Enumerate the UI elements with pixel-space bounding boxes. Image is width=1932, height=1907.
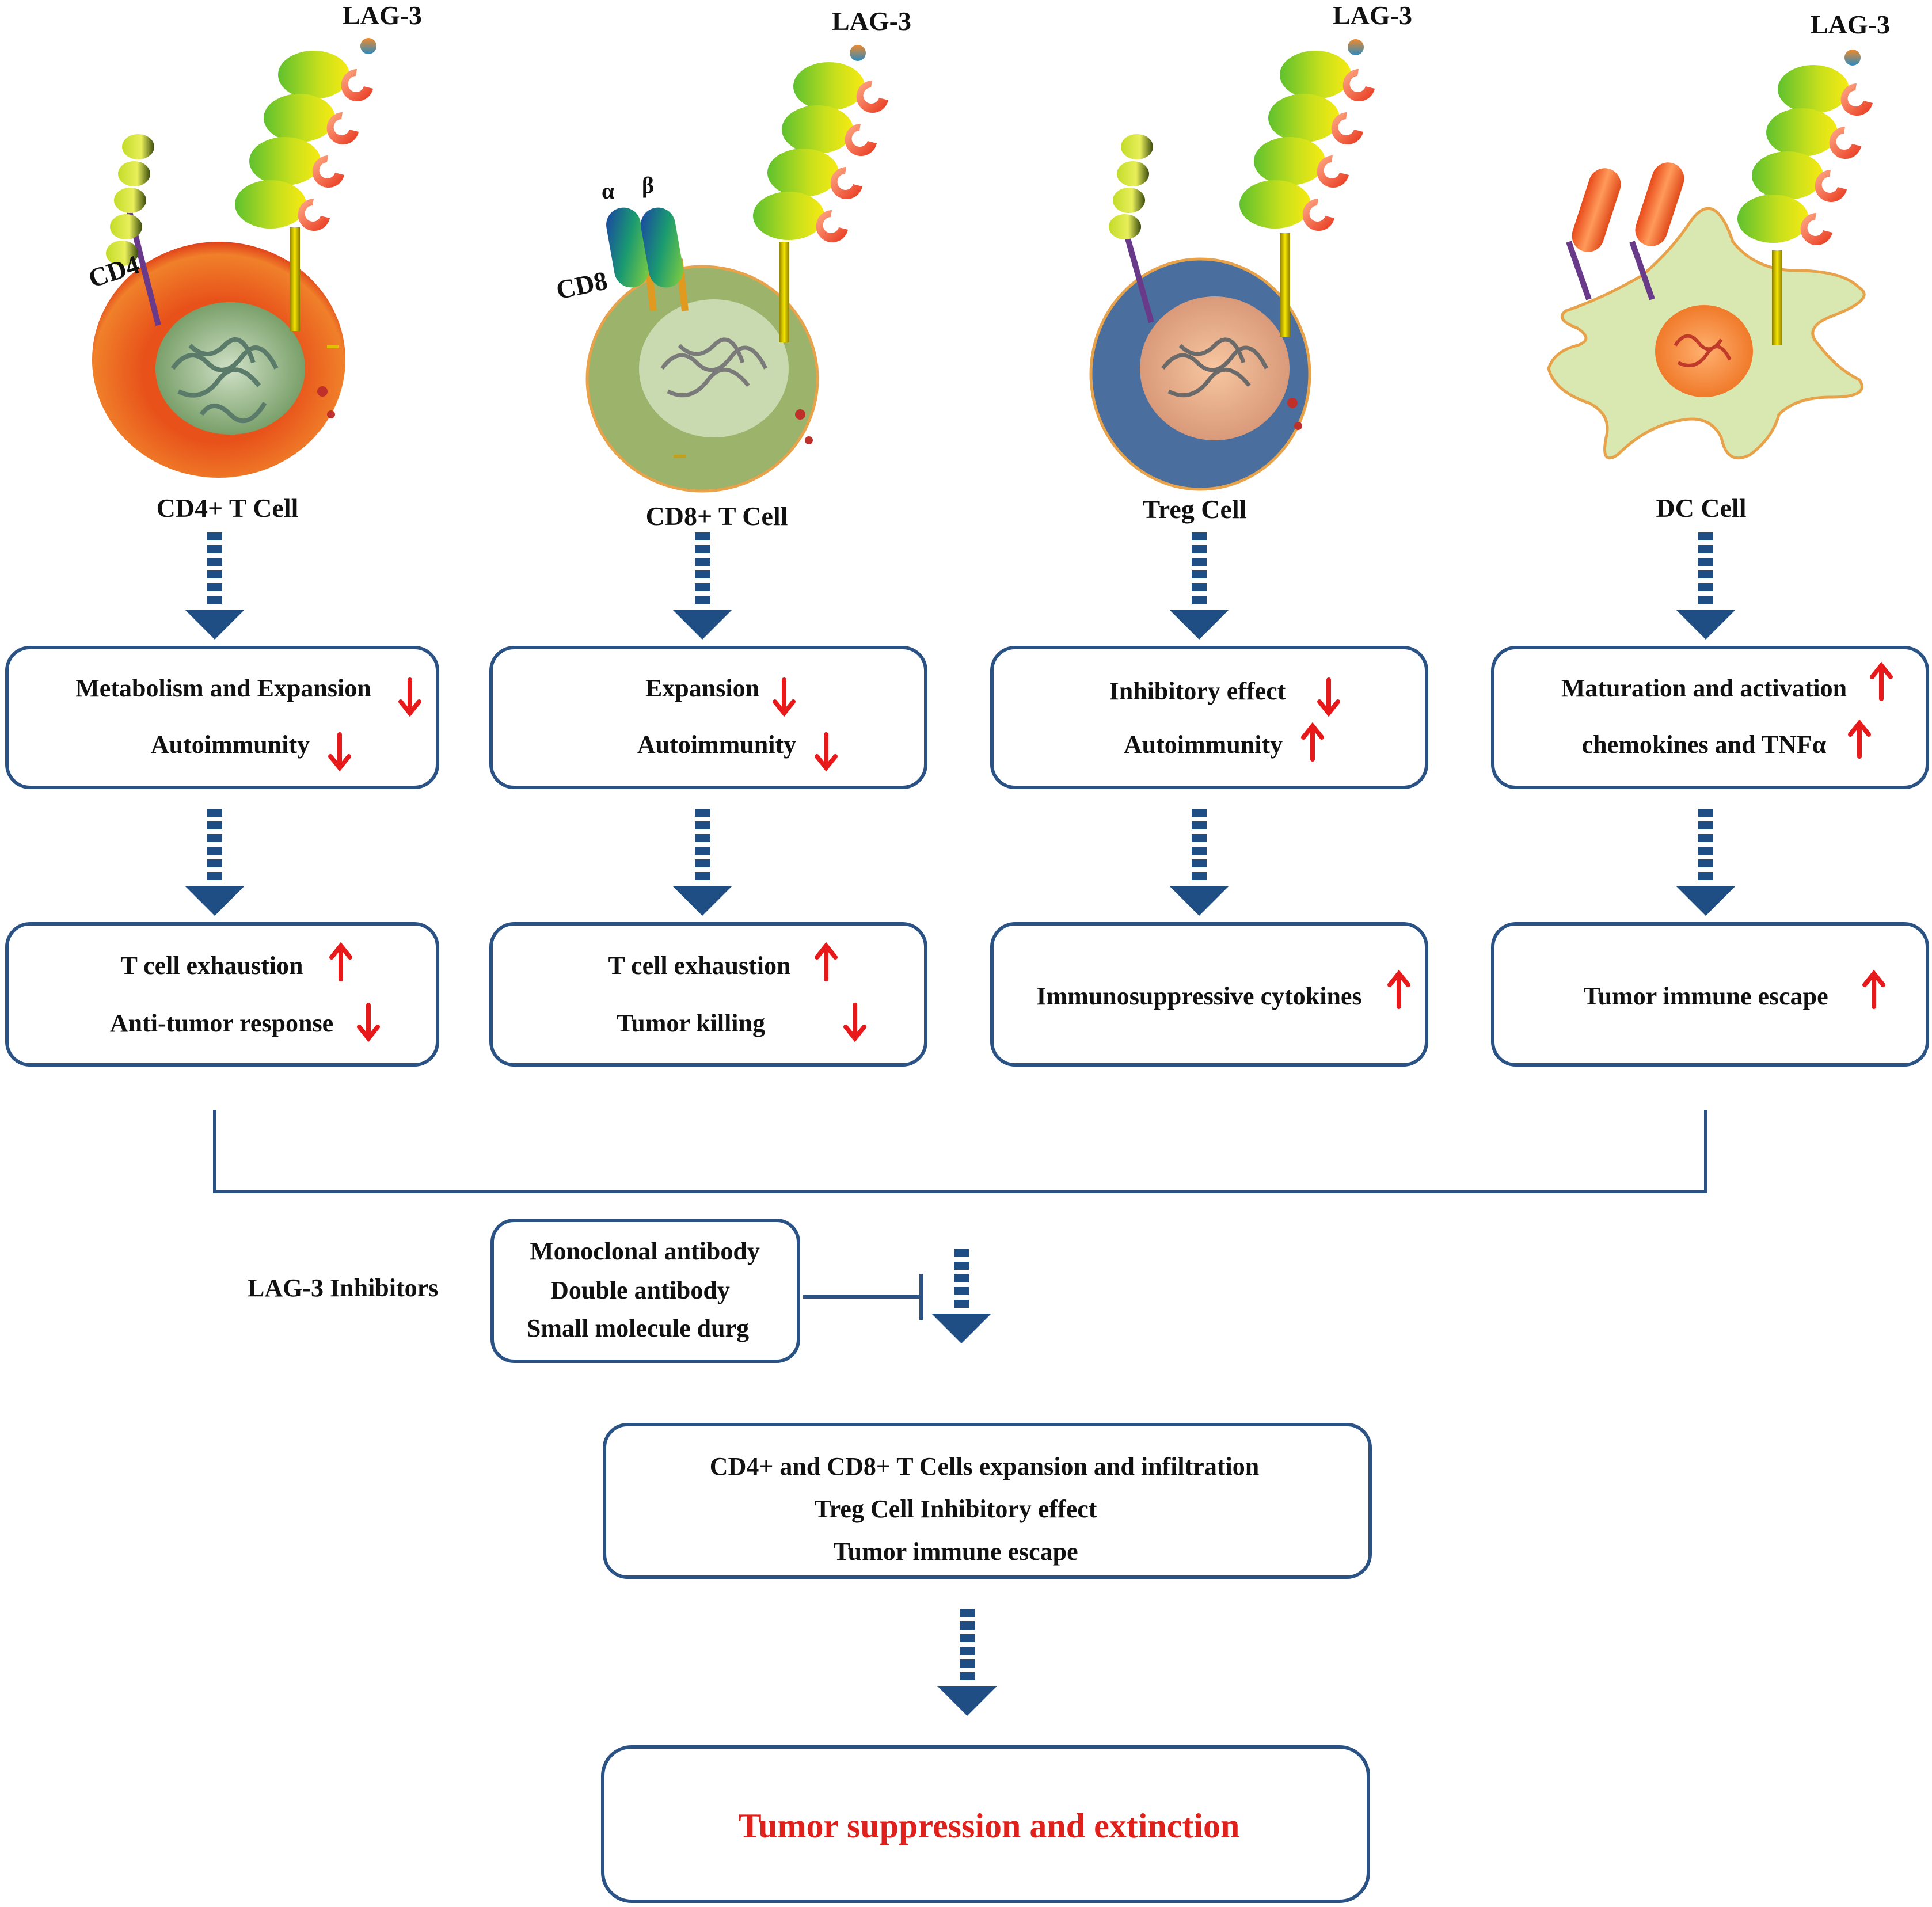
red-down-arrow-icon	[1317, 677, 1340, 717]
inhibition-connector	[803, 1274, 923, 1320]
red-down-arrow-icon	[815, 732, 838, 772]
lag3-label: LAG-3	[1811, 10, 1890, 39]
dc-cell-illustration	[1547, 207, 1866, 460]
cell-label-treg: Treg Cell	[1143, 494, 1247, 524]
combined-effect-text: CD4+ and CD8+ T Cells expansion and infi…	[710, 1452, 1259, 1480]
inhibitor-item: Monoclonal antibody	[530, 1237, 760, 1265]
effect-box-cd8	[489, 646, 927, 789]
cell-label-cd4: CD4+ T Cell	[157, 493, 299, 523]
cd4-receptor-icon	[1109, 134, 1154, 323]
combined-effects-box	[603, 1423, 1372, 1579]
outcome-box-dc	[1491, 922, 1929, 1067]
red-up-arrow-icon	[1848, 719, 1871, 759]
red-down-arrow-icon	[357, 1003, 380, 1042]
effect-text: Expansion	[645, 674, 759, 702]
red-down-arrow-icon	[398, 677, 421, 717]
dashed-down-arrow-icon	[1676, 809, 1736, 916]
dashed-down-arrow-icon	[672, 532, 732, 640]
cell-label-dc: DC Cell	[1656, 493, 1746, 523]
red-up-arrow-icon	[815, 942, 838, 981]
cd4-t-cell-illustration	[92, 242, 345, 478]
outcome-box-treg	[990, 922, 1428, 1067]
red-down-arrow-icon	[773, 677, 796, 717]
red-down-arrow-icon	[843, 1003, 866, 1042]
red-up-arrow-icon	[1301, 722, 1324, 762]
effect-text: Autoimmunity	[1124, 730, 1283, 759]
outcome-text: Anti-tumor response	[110, 1009, 333, 1037]
red-up-arrow-icon	[1862, 969, 1885, 1009]
red-up-arrow-icon	[1870, 661, 1893, 701]
lag3-label: LAG-3	[343, 1, 422, 30]
outcome-box-cd8	[489, 922, 927, 1067]
flow-arrows	[185, 532, 1736, 1716]
effect-box-cd4	[5, 646, 439, 789]
red-up-arrow-icon	[329, 942, 352, 981]
outcome-text: Tumor killing	[617, 1009, 765, 1037]
dashed-down-arrow-icon	[1676, 532, 1736, 640]
lag3-receptor-icon	[1737, 50, 1873, 345]
dashed-down-arrow-icon	[1169, 809, 1229, 916]
treg-cell-illustration	[1089, 257, 1311, 491]
effect-box-dc	[1491, 646, 1929, 789]
alpha-chain-label: α	[602, 178, 614, 204]
outcome-text: T cell exhaustion	[120, 951, 303, 980]
red-down-arrow-icon	[328, 732, 351, 772]
lag3-receptor-icon	[235, 38, 376, 331]
dashed-down-arrow-icon	[185, 532, 245, 640]
cd8-receptor-label: CD8	[553, 265, 610, 304]
cd4-receptor-icon	[106, 134, 161, 326]
combined-effect-text: Tumor immune escape	[833, 1537, 1078, 1566]
outcome-text: Tumor immune escape	[1583, 982, 1828, 1010]
change-indicators	[328, 661, 1893, 1569]
beta-chain-label: β	[642, 172, 654, 198]
effect-text: Metabolism and Expansion	[75, 674, 371, 702]
dashed-down-arrow-icon	[1169, 532, 1229, 640]
lag3-label: LAG-3	[832, 6, 911, 36]
dashed-down-arrow-icon	[937, 1609, 997, 1716]
effect-text: chemokines and TNFα	[1582, 730, 1827, 759]
lag3-label: LAG-3	[1333, 1, 1412, 30]
final-result-text: Tumor suppression and extinction	[739, 1807, 1240, 1845]
inhibitor-item: Double antibody	[550, 1276, 730, 1304]
red-up-arrow-icon	[1387, 969, 1410, 1009]
inhibitor-item: Small molecule durg	[527, 1314, 749, 1342]
effect-text: Inhibitory effect	[1109, 677, 1286, 705]
effect-text: Autoimmunity	[637, 730, 796, 759]
outcome-text: Immunosuppressive cytokines	[1036, 982, 1361, 1010]
outcome-text: T cell exhaustion	[608, 951, 790, 980]
dashed-down-arrow-icon	[672, 809, 732, 916]
combined-effect-text: Treg Cell Inhibitory effect	[815, 1495, 1097, 1523]
inhibitors-box	[490, 1219, 800, 1363]
lag3-receptor-icon	[1239, 39, 1375, 337]
dashed-down-arrow-icon	[931, 1249, 991, 1343]
cd8-t-cell-illustration	[585, 265, 819, 493]
outcome-box-cd4	[5, 922, 439, 1067]
effect-box-treg	[990, 646, 1428, 789]
bracket-connector	[213, 1110, 1707, 1193]
effect-text: Autoimmunity	[151, 730, 310, 759]
cell-label-cd8: CD8+ T Cell	[646, 501, 788, 531]
dc-receptor-icon	[1566, 162, 1684, 300]
inhibitors-label: LAG-3 Inhibitors	[248, 1274, 438, 1302]
effect-text: Maturation and activation	[1561, 674, 1847, 702]
lag3-receptor-icon	[753, 45, 888, 342]
dashed-down-arrow-icon	[185, 809, 245, 916]
cd8-receptor-icon	[606, 207, 689, 311]
final-result-box	[601, 1745, 1370, 1903]
